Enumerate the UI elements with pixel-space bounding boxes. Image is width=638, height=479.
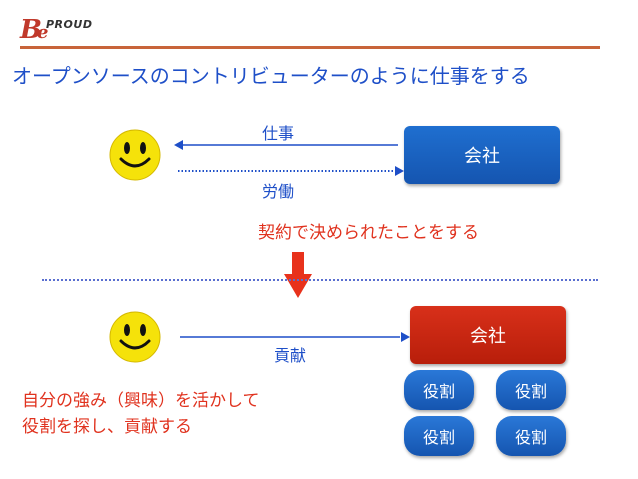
- role-box: 役割: [404, 416, 474, 456]
- role-label: 役割: [422, 428, 455, 447]
- label-labor: 労働: [262, 182, 295, 201]
- role-box: 役割: [496, 370, 566, 410]
- description-line-2: 役割を探し、貢献する: [22, 417, 192, 437]
- be-proud-logo: B e: [19, 15, 48, 44]
- svg-text:e: e: [37, 22, 48, 43]
- smiley-icon: [109, 129, 161, 181]
- description-line-1: 自分の強み（興味）を活かして: [22, 391, 260, 411]
- right-arrow-icon: [180, 332, 410, 342]
- company-label: 会社: [470, 326, 506, 347]
- description-text: 自分の強み（興味）を活かして 役割を探し、貢献する: [22, 388, 260, 440]
- contract-text: 契約で決められたことをする: [258, 223, 479, 243]
- page-title: オープンソースのコントリビューターのように仕事をする: [12, 64, 530, 88]
- smiley-icon: [109, 311, 161, 363]
- label-contribute: 貢献: [274, 346, 307, 365]
- header-divider: [20, 46, 600, 49]
- role-box: 役割: [404, 370, 474, 410]
- section-divider: [42, 279, 598, 281]
- role-label: 役割: [422, 382, 455, 401]
- left-arrow-icon: [174, 140, 398, 150]
- right-arrow-icon: [178, 166, 404, 176]
- logo-text: PROUD: [46, 18, 93, 31]
- down-arrow-icon: [284, 252, 312, 298]
- role-label: 役割: [514, 382, 547, 401]
- company-box-top: 会社: [404, 126, 560, 184]
- svg-text:B: B: [19, 15, 42, 44]
- company-box-bottom: 会社: [410, 306, 566, 364]
- role-box: 役割: [496, 416, 566, 456]
- company-label: 会社: [464, 146, 500, 167]
- role-label: 役割: [514, 428, 547, 447]
- label-work: 仕事: [262, 124, 295, 143]
